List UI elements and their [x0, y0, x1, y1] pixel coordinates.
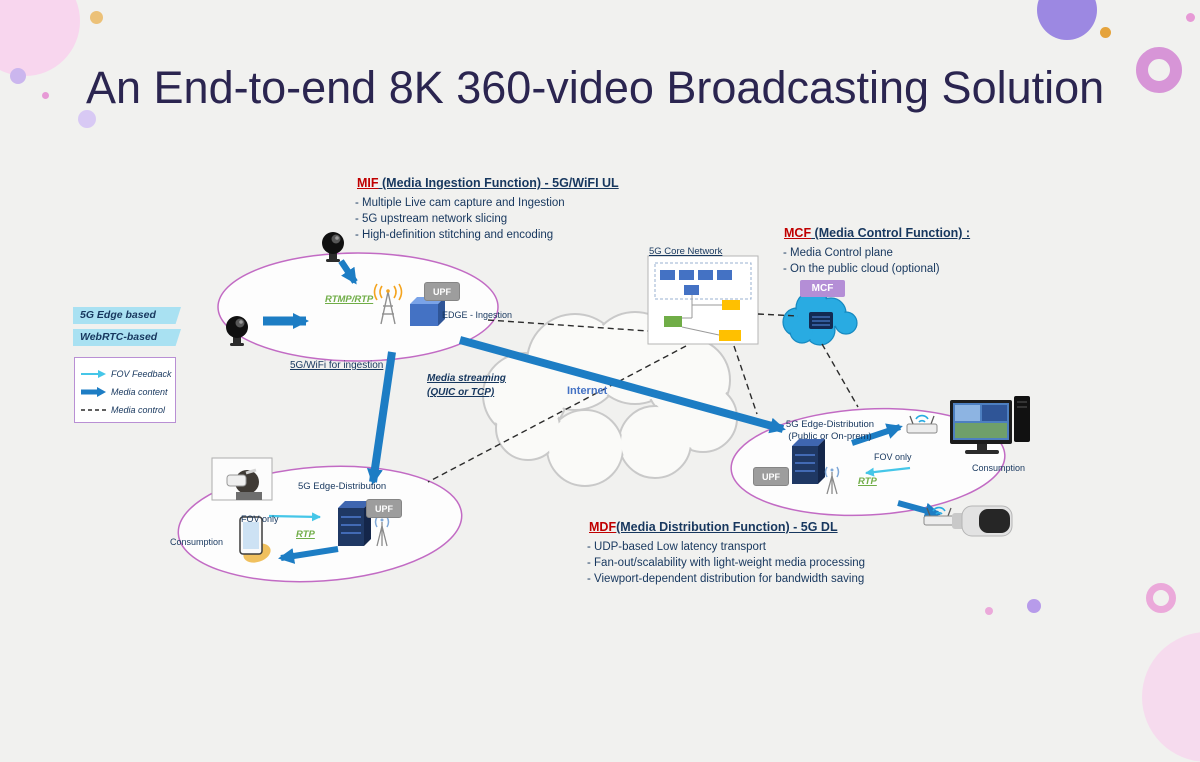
media-content-arrow-icon	[81, 387, 106, 397]
mcf-heading: MCF (Media Control Function) :	[784, 226, 970, 240]
fov-only-label: FOV only	[874, 452, 912, 462]
diagram-canvas	[177, 232, 1030, 583]
mif-bullets: - Multiple Live cam capture and Ingestio…	[355, 195, 565, 243]
bullet-line: - Fan-out/scalability with light-weight …	[587, 557, 866, 569]
legend-box: FOV Feedback Media content Media control	[74, 357, 176, 423]
mcf-bullets: - Media Control plane - On the public cl…	[783, 245, 940, 277]
media-streaming-label-2: (QUIC or TCP)	[427, 387, 495, 398]
upf-box: UPF	[424, 282, 460, 301]
tag-5g-edge-based: 5G Edge based	[73, 307, 181, 324]
camera-360-icon	[226, 316, 248, 346]
wifi-router-icon	[923, 506, 955, 526]
mcf-abbr: MCF	[784, 226, 812, 240]
edge-ingestion-cube-icon	[410, 297, 445, 326]
dist-right-sublabel: (Public or On-prem)	[788, 431, 872, 442]
mcf-heading-text: (Media Control Function) :	[811, 226, 971, 240]
bullet-line: - High-definition stitching and encoding	[355, 229, 554, 241]
media-control-dash-icon	[81, 409, 106, 411]
bullet-line: - Viewport-dependent distribution for ba…	[587, 573, 865, 585]
decor-circle	[90, 11, 103, 24]
core-network-label: 5G Core Network	[649, 246, 723, 257]
fov-feedback-arrows	[268, 466, 911, 522]
vr-headset-icon	[952, 505, 1013, 537]
rtp-label: RTP	[858, 476, 877, 487]
fov-only-label: FOV only	[241, 514, 279, 524]
phone-icon	[239, 516, 271, 563]
dist-left-label: 5G Edge-Distribution	[298, 481, 387, 492]
mcf-cloud-icon	[782, 290, 858, 346]
decor-circle	[10, 68, 26, 84]
mdf-abbr: MDF	[589, 520, 617, 534]
bullet-line: - Media Control plane	[783, 247, 893, 259]
media-control-links	[427, 313, 859, 483]
ingestion-link-label: 5G/WiFi for ingestion	[290, 360, 384, 371]
upf-box: UPF	[366, 499, 402, 518]
edge-ingestion-label: EDGE - Ingestion	[442, 310, 513, 320]
internet-cloud-icon	[482, 311, 738, 487]
decor-circle	[42, 92, 49, 99]
rtmp-rtp-label: RTMP/RTP	[325, 294, 374, 305]
mdf-bullets: - UDP-based Low latency transport - Fan-…	[587, 539, 865, 587]
dist-right-label: 5G Edge-Distribution	[785, 419, 875, 430]
rtp-label: RTP	[296, 529, 315, 540]
decor-ring	[1146, 583, 1176, 613]
decor-circle	[1027, 599, 1041, 613]
legend-row-content: Media content	[81, 383, 175, 401]
mdf-heading: MDF(Media Distribution Function) - 5G DL	[589, 520, 838, 534]
decor-circle	[78, 110, 96, 128]
media-content-arrows	[263, 259, 941, 564]
legend-control-label: Media control	[111, 405, 166, 415]
mif-abbr: MIF	[357, 176, 379, 190]
computer-icon	[950, 396, 1030, 454]
decor-circle	[1186, 13, 1195, 22]
legend-fov-label: FOV Feedback	[111, 369, 172, 379]
bullet-line: - Multiple Live cam capture and Ingestio…	[355, 197, 565, 209]
upf-box: UPF	[753, 467, 789, 486]
legend-row-fov: FOV Feedback	[81, 365, 175, 383]
antenna-small-icon	[824, 466, 840, 495]
antenna-tower-icon	[373, 283, 403, 325]
decor-circle	[1100, 27, 1111, 38]
media-streaming-label-1: Media streaming	[427, 373, 506, 384]
core-network-box	[647, 255, 759, 345]
distribution-edge-zone-right	[730, 407, 1006, 517]
vr-user-icon	[211, 457, 273, 501]
ingestion-edge-zone	[217, 252, 499, 362]
legend-content-label: Media content	[111, 387, 168, 397]
edge-server-icon	[792, 439, 825, 484]
decor-circle	[985, 607, 993, 615]
camera-360-icon	[322, 232, 344, 262]
mif-heading: MIF (Media Ingestion Function) - 5G/WiFI…	[357, 176, 619, 190]
bullet-line: - UDP-based Low latency transport	[587, 541, 766, 553]
consumption-label: Consumption	[170, 537, 224, 547]
tag-webrtc-based: WebRTC-based	[73, 329, 181, 346]
legend-row-control: Media control	[81, 401, 175, 419]
mif-heading-text: (Media Ingestion Function) - 5G/WiFI UL	[378, 176, 619, 190]
mdf-heading-text: (Media Distribution Function) - 5G DL	[616, 520, 838, 534]
mcf-box: MCF	[800, 280, 845, 297]
wifi-router-icon	[906, 414, 938, 434]
consumption-label: Consumption	[972, 463, 1026, 473]
bullet-line: - 5G upstream network slicing	[355, 213, 508, 225]
bullet-line: - On the public cloud (optional)	[783, 263, 940, 275]
internet-label: Internet	[567, 385, 608, 397]
fov-arrow-icon	[81, 370, 106, 378]
page-title: An End-to-end 8K 360-video Broadcasting …	[86, 62, 1105, 113]
